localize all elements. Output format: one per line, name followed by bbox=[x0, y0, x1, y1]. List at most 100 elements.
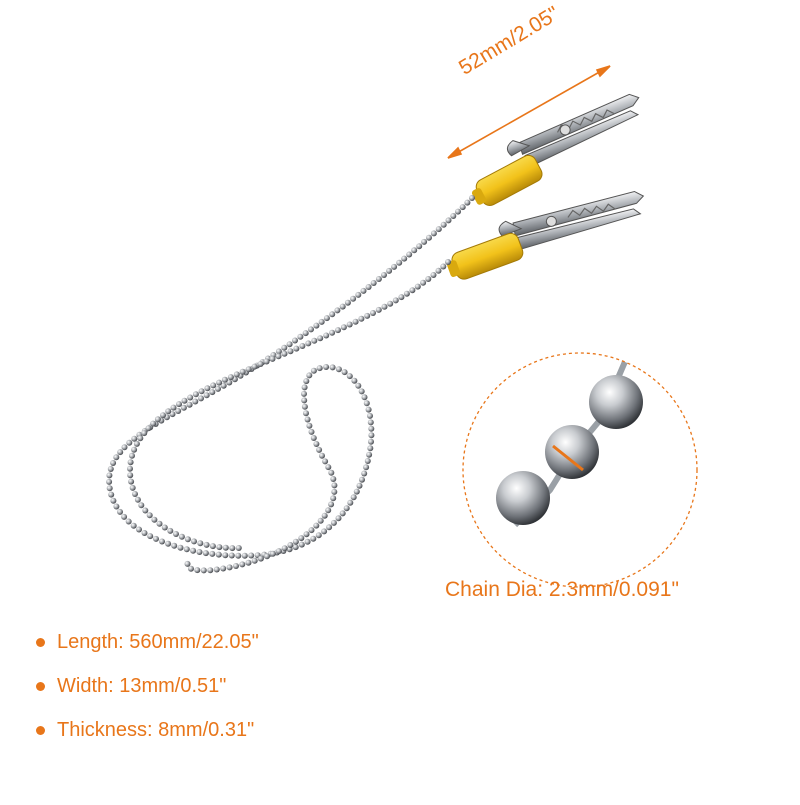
chain-bead bbox=[358, 315, 365, 322]
chain-bead bbox=[215, 551, 222, 558]
chain-bead bbox=[275, 348, 282, 355]
chain-bead bbox=[335, 515, 342, 522]
chain-bead bbox=[204, 385, 211, 392]
chain-bead bbox=[245, 559, 252, 566]
chain-bead bbox=[239, 561, 246, 568]
chain-bead bbox=[192, 398, 199, 405]
chain-bead bbox=[233, 371, 240, 378]
chain-bead bbox=[136, 526, 142, 533]
chain-bead bbox=[406, 251, 413, 258]
chain-bead bbox=[313, 441, 320, 447]
chain-bead bbox=[329, 364, 336, 371]
chain-bead bbox=[317, 517, 324, 524]
chain-bead bbox=[257, 361, 264, 367]
chain-bead bbox=[134, 496, 141, 503]
chain-bead bbox=[368, 425, 375, 432]
chain-bead bbox=[121, 513, 128, 520]
chain-bead bbox=[160, 412, 166, 419]
chain-bead bbox=[375, 276, 382, 282]
chain-bead bbox=[351, 377, 358, 384]
yellow-sleeve-top bbox=[471, 154, 543, 207]
chain-bead bbox=[396, 259, 403, 266]
chain-bead bbox=[328, 501, 335, 508]
chain-bead bbox=[310, 435, 317, 441]
chain-bead bbox=[192, 391, 199, 398]
chain-bead bbox=[245, 366, 252, 373]
chain-bead bbox=[142, 507, 149, 514]
chain-bead bbox=[435, 226, 442, 233]
chain-bead bbox=[241, 552, 248, 559]
chain-bead bbox=[127, 465, 133, 472]
chain-bead bbox=[353, 488, 360, 495]
chain-bead bbox=[293, 345, 300, 352]
chain-bead bbox=[335, 327, 341, 334]
chain-bead bbox=[375, 306, 382, 313]
chain-bead bbox=[220, 382, 227, 389]
chain-bead bbox=[365, 406, 372, 413]
chain-bead bbox=[318, 318, 325, 325]
chain-bead bbox=[215, 385, 221, 392]
chain-bead bbox=[464, 199, 471, 206]
chain-bead bbox=[200, 567, 207, 574]
zoom-inset bbox=[462, 352, 698, 588]
chain-bead bbox=[226, 379, 233, 386]
chain-bead bbox=[187, 394, 194, 401]
chain-bead bbox=[191, 538, 197, 545]
chain-bead bbox=[131, 446, 138, 453]
chain-bead bbox=[310, 367, 317, 374]
chain-bead bbox=[359, 476, 365, 483]
ball-chain bbox=[106, 195, 475, 574]
chain-bead bbox=[207, 567, 214, 574]
chain-bead bbox=[325, 464, 332, 471]
chain-bead bbox=[153, 535, 159, 542]
chain-bead bbox=[154, 416, 161, 423]
chain-bead bbox=[416, 243, 423, 250]
chain-bead bbox=[344, 299, 351, 306]
chain-bead bbox=[173, 531, 179, 537]
chain-bead bbox=[297, 333, 304, 340]
chain-bead bbox=[133, 440, 140, 447]
chain-bead bbox=[239, 368, 246, 375]
alligator-clip-top bbox=[506, 93, 640, 168]
chain-bead bbox=[330, 495, 337, 502]
chain-bead bbox=[170, 404, 177, 411]
chain-bead bbox=[445, 259, 451, 265]
chain-bead bbox=[257, 555, 264, 562]
chain-bead bbox=[308, 428, 315, 435]
chain-bead bbox=[233, 563, 239, 569]
chain-bead bbox=[128, 478, 135, 485]
chain-bead bbox=[329, 311, 336, 318]
chain-bead bbox=[330, 476, 337, 482]
alligator-clip-bottom bbox=[498, 190, 645, 250]
chain-bead bbox=[301, 390, 307, 397]
chain-bead bbox=[308, 527, 315, 534]
chain-bead bbox=[346, 321, 353, 328]
chain-bead bbox=[161, 524, 168, 531]
chain-bead bbox=[343, 505, 350, 512]
chain-bead bbox=[107, 466, 114, 472]
chain-bead bbox=[303, 378, 310, 385]
chain-bead bbox=[306, 372, 313, 379]
chain-bead bbox=[186, 401, 193, 408]
chain-bead bbox=[299, 343, 306, 349]
chain-diameter-caption: Chain Dia: 2.3mm/0.091" bbox=[445, 578, 679, 601]
chain-bead bbox=[317, 335, 324, 342]
chain-bead bbox=[178, 533, 185, 540]
chain-bead bbox=[146, 512, 153, 519]
chain-bead bbox=[137, 435, 144, 442]
chain-bead bbox=[228, 552, 235, 559]
chain-bead bbox=[264, 553, 270, 560]
chain-bead bbox=[329, 329, 336, 336]
chain-bead bbox=[355, 382, 362, 389]
chain-bead bbox=[106, 472, 113, 479]
chain-bead bbox=[292, 544, 299, 551]
chain-bead bbox=[222, 544, 229, 551]
chain-bead bbox=[275, 548, 282, 555]
chain-bead bbox=[366, 451, 373, 458]
chain-bead bbox=[113, 454, 120, 461]
chain-bead bbox=[302, 330, 309, 337]
chain-bead bbox=[350, 295, 357, 302]
chain-bead bbox=[183, 546, 190, 553]
chain-bead bbox=[126, 439, 133, 446]
zoom-border bbox=[462, 352, 698, 588]
